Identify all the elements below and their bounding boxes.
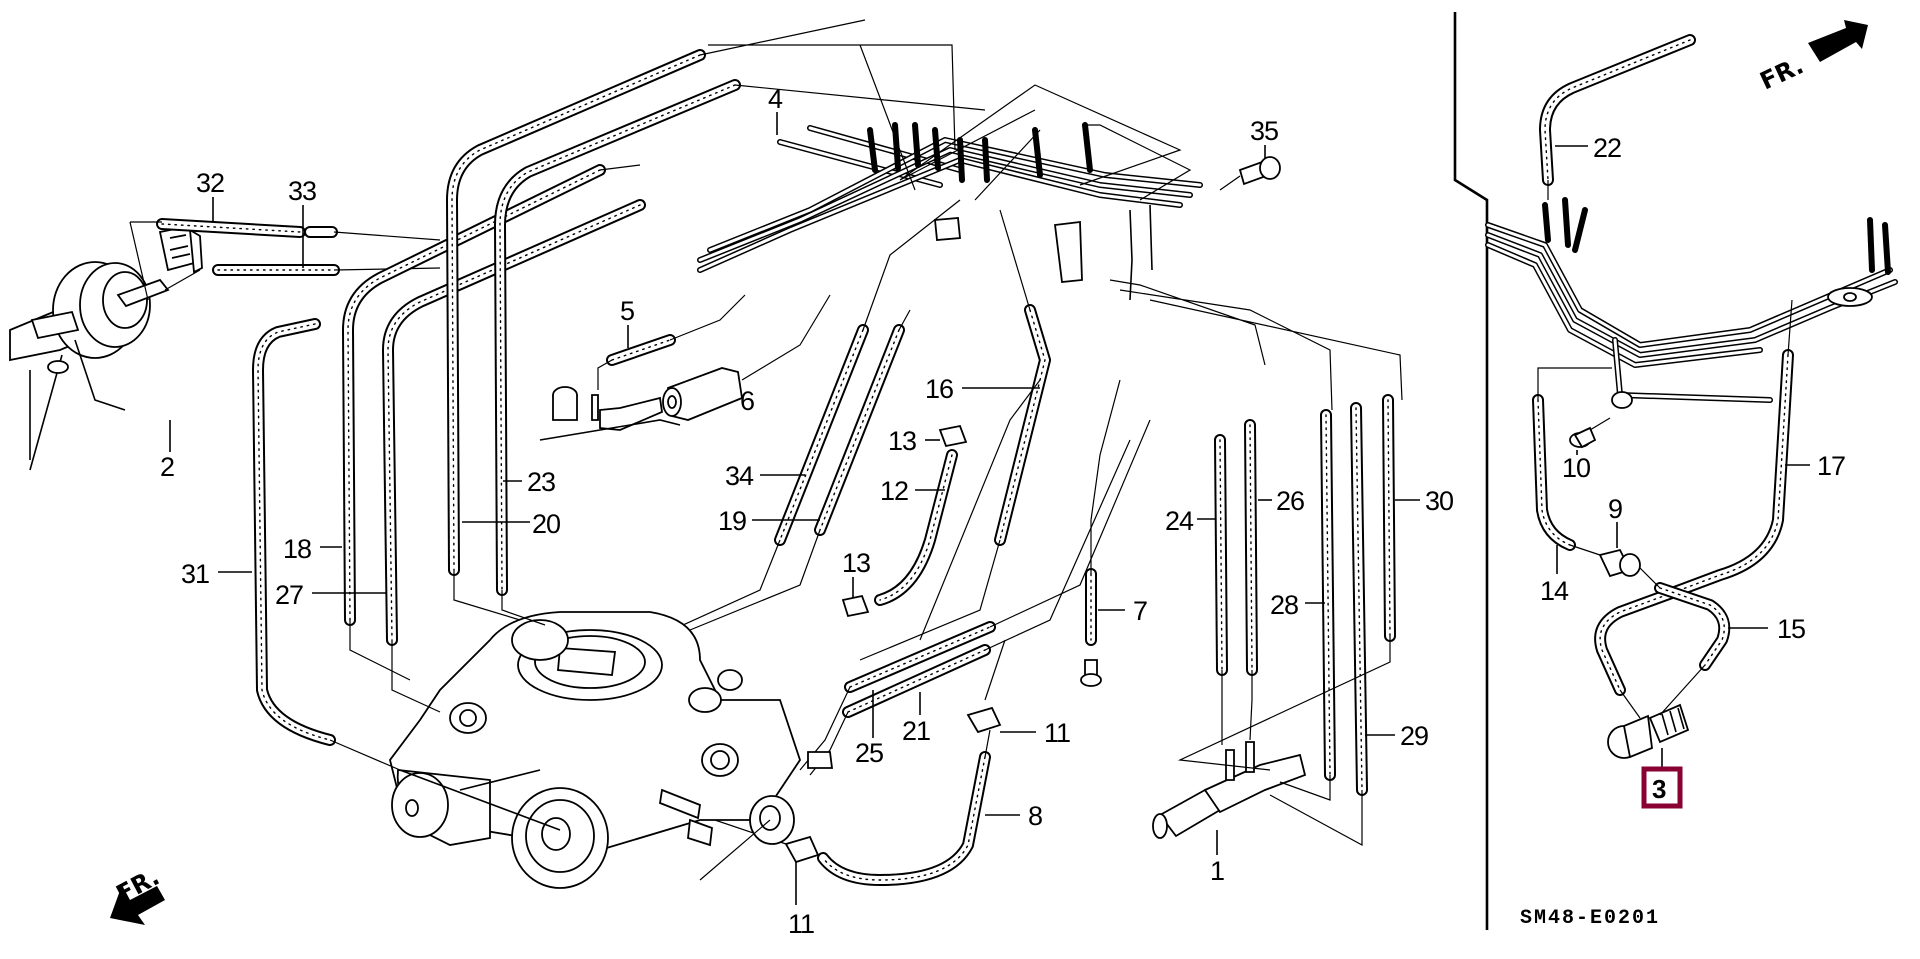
hose-part-34 — [774, 324, 869, 546]
distributor-assembly — [9, 261, 170, 471]
carburetor-assembly — [389, 611, 834, 889]
callout-35[interactable]: 35 — [1250, 116, 1279, 146]
hose-part-19 — [814, 324, 905, 536]
callout-6[interactable]: 6 — [740, 386, 755, 416]
hose-part-30 — [1382, 394, 1396, 642]
callout-1[interactable]: 1 — [1210, 856, 1225, 886]
leader-lines — [1537, 180, 1793, 719]
inset-valve-part-9 — [1598, 548, 1641, 578]
leader-lines — [649, 199, 961, 641]
hose-part-31 — [252, 318, 336, 746]
callout-4[interactable]: 4 — [768, 84, 784, 114]
hose-part-25 — [844, 621, 996, 693]
arrow-down-left-icon — [110, 885, 165, 925]
front-direction-indicator-right: FR. — [1756, 20, 1868, 95]
callout-31[interactable]: 31 — [181, 559, 210, 589]
callout-19[interactable]: 19 — [718, 506, 747, 536]
front-direction-indicator-left: FR. — [110, 863, 165, 925]
callout-3[interactable]: 3 — [1652, 774, 1666, 804]
hose-part-23 — [446, 49, 706, 576]
callout-24[interactable]: 24 — [1165, 506, 1195, 536]
fitting-base — [539, 386, 681, 441]
callout-11-lower[interactable]: 11 — [788, 909, 815, 939]
clip-part-11-lower — [784, 835, 820, 864]
leader-lines — [129, 221, 441, 301]
callout-3-highlighted[interactable]: 3 — [1641, 748, 1683, 809]
leader-lines — [1177, 636, 1391, 847]
callout-30[interactable]: 30 — [1425, 486, 1454, 516]
callout-27[interactable]: 27 — [275, 580, 304, 610]
bolt-part-35 — [1238, 156, 1281, 186]
callout-21[interactable]: 21 — [902, 716, 931, 746]
inset-cap-part-10 — [1569, 426, 1597, 449]
hose-part-12 — [874, 449, 958, 606]
inset-hose-part-14 — [1532, 394, 1576, 551]
callout-9[interactable]: 9 — [1608, 494, 1623, 524]
callout-8[interactable]: 8 — [1028, 801, 1043, 831]
callout-17[interactable]: 17 — [1817, 451, 1846, 481]
inset-hose-part-22 — [1539, 34, 1696, 186]
front-label-right: FR. — [1756, 51, 1808, 95]
drawing-code: SM48-E0201 — [1520, 907, 1660, 930]
hose-part-32 — [156, 218, 338, 238]
inset-sensor-part-3 — [1607, 703, 1690, 759]
hose-part-7 — [1080, 568, 1102, 687]
callout-34[interactable]: 34 — [725, 461, 755, 491]
clip-part-13-upper — [938, 424, 968, 448]
hose-part-27 — [382, 199, 646, 646]
callout-10[interactable]: 10 — [1562, 453, 1591, 483]
callout-2[interactable]: 2 — [160, 452, 175, 482]
callout-33[interactable]: 33 — [288, 176, 317, 206]
callout-14[interactable]: 14 — [1540, 576, 1570, 606]
callout-29[interactable]: 29 — [1400, 721, 1429, 751]
hose-part-16 — [994, 304, 1051, 546]
callout-22[interactable]: 22 — [1593, 133, 1622, 163]
tube-part-5 — [606, 334, 676, 366]
inset-hose-part-15 — [1654, 582, 1731, 671]
hose-part-21 — [842, 644, 991, 718]
leader-lines — [799, 419, 1151, 776]
hose-part-26 — [1244, 419, 1258, 676]
callout-labels: 1 2 3 4 5 6 7 8 9 10 11 11 12 13 13 14 — [160, 84, 1846, 939]
callout-20[interactable]: 20 — [532, 509, 561, 539]
callout-5[interactable]: 5 — [620, 296, 635, 326]
inset-tube-manifold — [1485, 197, 1898, 409]
inset-hose-part-17 — [1594, 349, 1794, 696]
leader-lines — [859, 209, 1041, 661]
arrow-up-right-icon — [1808, 20, 1868, 62]
callout-13-lower[interactable]: 13 — [842, 548, 871, 578]
callout-32[interactable]: 32 — [196, 168, 225, 198]
clip-part-2 — [158, 224, 203, 274]
sensor-part-1 — [1152, 741, 1307, 839]
callout-28[interactable]: 28 — [1270, 590, 1299, 620]
callout-16[interactable]: 16 — [925, 374, 954, 404]
callout-7[interactable]: 7 — [1133, 596, 1148, 626]
leader-lines — [597, 294, 831, 390]
leader-lines — [329, 164, 771, 881]
callout-12[interactable]: 12 — [880, 476, 909, 506]
hose-part-28 — [1320, 409, 1336, 781]
leader-lines — [1090, 379, 1121, 574]
section-divider — [1453, 12, 1489, 930]
tube-manifold-part-4 — [697, 122, 1203, 301]
hose-part-24 — [1214, 434, 1228, 676]
callout-11-upper[interactable]: 11 — [1044, 718, 1071, 748]
callout-23[interactable]: 23 — [527, 467, 556, 497]
callout-15[interactable]: 15 — [1777, 614, 1806, 644]
leader-lines — [1219, 175, 1241, 191]
filter-part-6 — [662, 367, 743, 421]
callout-25[interactable]: 25 — [855, 738, 884, 768]
clip-part-13-lower — [841, 594, 870, 618]
hose-part-29 — [1350, 402, 1368, 796]
callout-26[interactable]: 26 — [1276, 486, 1305, 516]
hose-part-18 — [342, 164, 606, 626]
callout-13-upper[interactable]: 13 — [888, 426, 917, 456]
hose-part-8 — [817, 751, 991, 886]
leader-lines — [699, 19, 1403, 411]
hose-part-20 — [494, 79, 741, 596]
callout-18[interactable]: 18 — [283, 534, 312, 564]
highlight-box — [1641, 766, 1683, 809]
clip-part-11-upper — [966, 706, 1002, 734]
